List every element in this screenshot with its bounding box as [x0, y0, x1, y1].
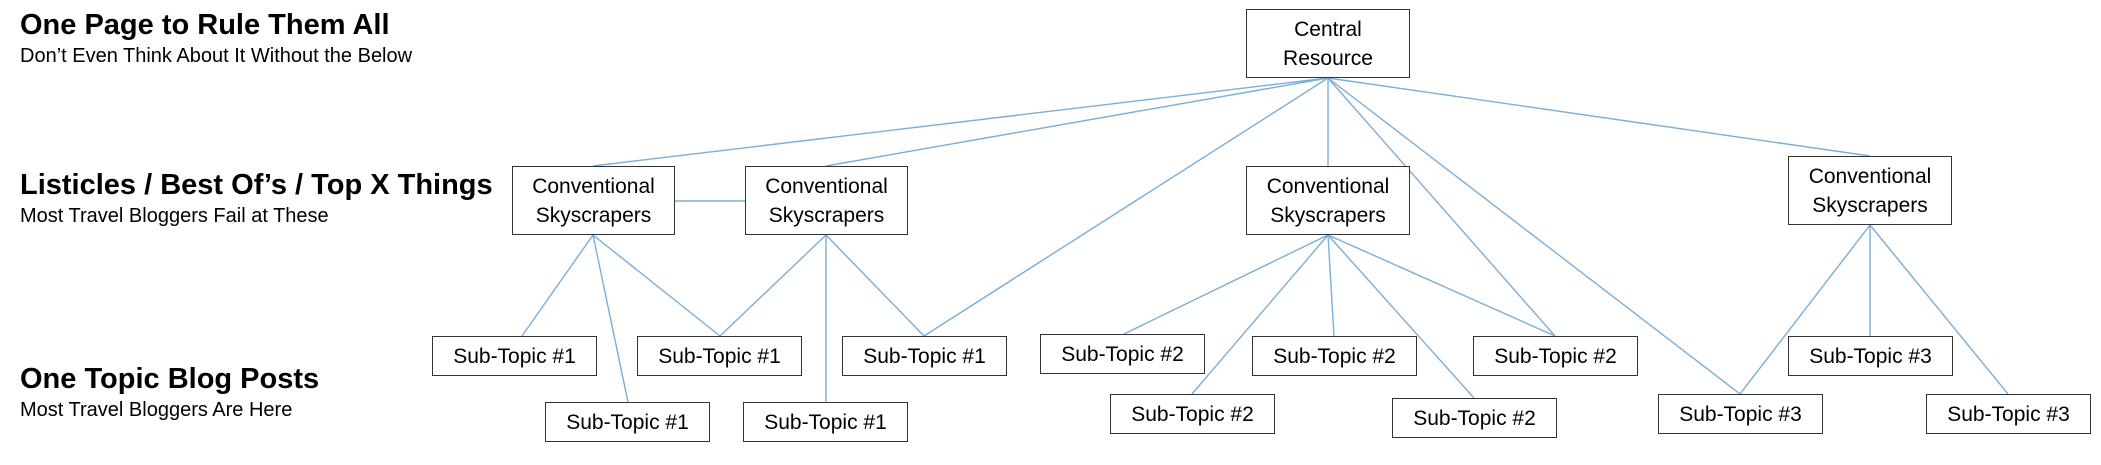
connector-cluster-c-sub-b4: [1327, 234, 1475, 399]
sub-topic-box-2a: Sub-Topic #2: [1040, 334, 1205, 374]
listicles-tier-title: Listicles / Best Of’s / Top X Things: [20, 169, 493, 201]
pillar-tier-label: One Page to Rule Them All Don’t Even Thi…: [20, 8, 412, 70]
connector-cluster-c-sub-b1: [1123, 234, 1329, 335]
connector-cluster-a-sub-a1: [521, 234, 594, 337]
connector-cluster-a-sub-a2: [592, 234, 721, 337]
cluster-box-skyscrapers-a: Conventional Skyscrapers: [512, 166, 675, 235]
sub-topic-box-3b: Sub-Topic #3: [1788, 336, 1953, 376]
central-resource-box: Central Resource: [1246, 9, 1410, 78]
sub-topic-box-1b: Sub-Topic #1: [637, 336, 802, 376]
blog-posts-tier-subtitle: Most Travel Bloggers Are Here: [20, 399, 293, 421]
connector-central-sub-b5: [1327, 77, 1556, 337]
connector-cluster-d-sub-c3: [1869, 224, 2009, 395]
listicles-tier-subtitle: Most Travel Bloggers Fail at These: [20, 205, 329, 227]
connector-cluster-c-sub-b3: [1327, 234, 1335, 337]
pillar-tier-title: One Page to Rule Them All: [20, 9, 390, 41]
sub-topic-box-1e: Sub-Topic #1: [743, 402, 908, 442]
cluster-box-skyscrapers-c: Conventional Skyscrapers: [1246, 166, 1410, 235]
pillar-tier-subtitle: Don’t Even Think About It Without the Be…: [20, 45, 413, 67]
connector-cluster-b-sub-a3: [825, 234, 925, 337]
connector-central-cluster-a: [592, 77, 1329, 167]
connector-central-cluster-b: [825, 77, 1329, 167]
sub-topic-box-1d: Sub-Topic #1: [545, 402, 710, 442]
sub-topic-box-1c: Sub-Topic #1: [842, 336, 1007, 376]
listicles-tier-label: Listicles / Best Of’s / Top X Things Mos…: [20, 168, 493, 230]
connector-central-cluster-d: [1327, 77, 1871, 157]
sub-topic-box-3a: Sub-Topic #3: [1658, 394, 1823, 434]
connector-cluster-c-sub-b5: [1327, 234, 1556, 337]
connector-central-sub-c1: [1327, 77, 1741, 395]
blog-posts-tier-label: One Topic Blog Posts Most Travel Blogger…: [20, 362, 319, 424]
cluster-box-skyscrapers-b: Conventional Skyscrapers: [745, 166, 908, 235]
sub-topic-box-2e: Sub-Topic #2: [1473, 336, 1638, 376]
sub-topic-box-3c: Sub-Topic #3: [1926, 394, 2091, 434]
sub-topic-box-1a: Sub-Topic #1: [432, 336, 597, 376]
cluster-box-skyscrapers-d: Conventional Skyscrapers: [1788, 156, 1952, 225]
connector-cluster-a-sub-a4: [592, 234, 629, 403]
connector-cluster-c-sub-b2: [1191, 234, 1329, 395]
blog-posts-tier-title: One Topic Blog Posts: [20, 363, 320, 395]
connector-cluster-d-sub-c1: [1739, 224, 1871, 395]
sub-topic-box-2b: Sub-Topic #2: [1110, 394, 1275, 434]
connector-central-sub-a3: [923, 77, 1329, 337]
connector-cluster-b-sub-a2: [719, 234, 827, 337]
sub-topic-box-2c: Sub-Topic #2: [1252, 336, 1417, 376]
sub-topic-box-2d: Sub-Topic #2: [1392, 398, 1557, 438]
